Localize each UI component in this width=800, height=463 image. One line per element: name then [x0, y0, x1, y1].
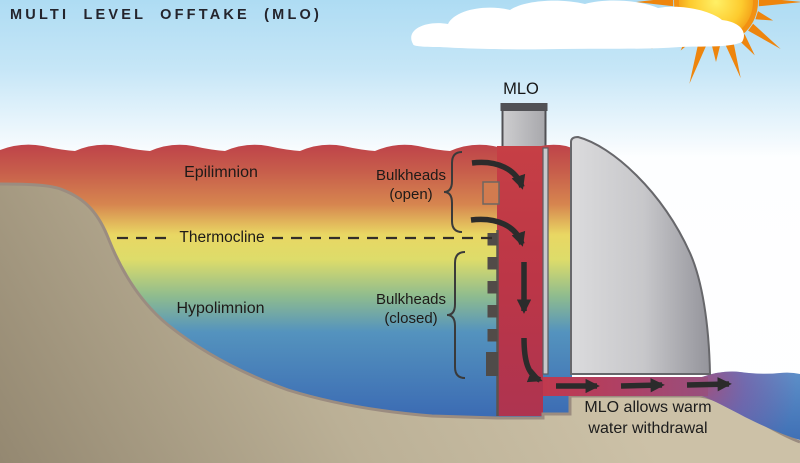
dam — [570, 135, 712, 375]
hypolimnion-label: Hypolimnion — [176, 300, 265, 317]
flow-arrow-out-2 — [620, 378, 665, 393]
flow-arrow-intake-2 — [470, 216, 526, 247]
intake-tower-top — [500, 103, 548, 153]
bulkheads-open-line1: Bulkheads — [375, 167, 447, 184]
caption-line2: water withdrawal — [588, 420, 708, 437]
bulkhead-tab-open — [482, 181, 500, 205]
cloud-icon — [411, 0, 744, 50]
braces — [443, 151, 466, 379]
flow-arrow-out-3 — [686, 377, 732, 392]
brace-closed — [446, 251, 466, 379]
flow-arrows — [470, 159, 732, 394]
page-title: MULTI LEVEL OFFTAKE (MLO) — [10, 7, 323, 23]
flow-arrow-turn — [521, 337, 543, 383]
bulkheads-open-label: Bulkheads (open) — [352, 166, 470, 204]
bulkheads-open-line2: (open) — [389, 186, 433, 203]
bulkheads-closed-line2: (closed) — [384, 310, 438, 327]
flow-arrow-intake-1 — [471, 159, 526, 190]
withdrawal-caption: MLO allows warm water withdrawal — [567, 397, 729, 439]
bulkheads-closed-label: Bulkheads (closed) — [352, 290, 470, 328]
caption-line1: MLO allows warm — [584, 399, 712, 416]
tower-label: MLO — [503, 80, 539, 98]
tower-wall — [542, 147, 549, 375]
bulkheads-closed-line1: Bulkheads — [375, 291, 447, 308]
thermocline-label: Thermocline — [179, 229, 265, 246]
brace-open — [443, 151, 463, 233]
epilimnion-label: Epilimnion — [184, 164, 258, 181]
closed-bulkhead-plates — [486, 233, 498, 376]
shoreline-land — [0, 184, 800, 463]
